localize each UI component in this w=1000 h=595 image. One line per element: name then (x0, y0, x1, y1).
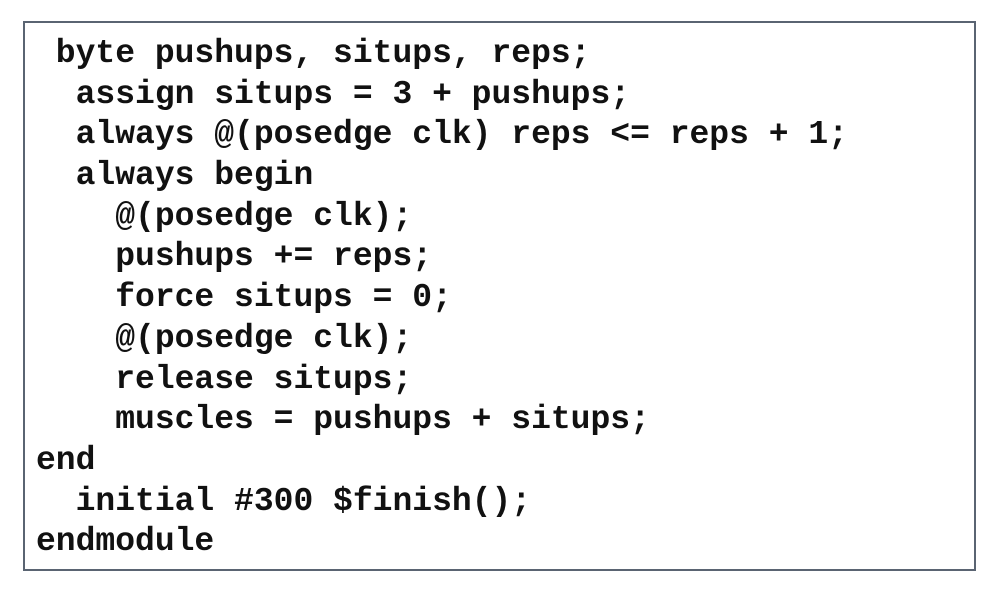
code-line-6: pushups += reps; (36, 238, 433, 276)
code-line-7: force situps = 0; (36, 279, 452, 317)
code-line-2: assign situps = 3 + pushups; (36, 75, 631, 113)
code-line-8: @(posedge clk); (36, 319, 413, 357)
code-line-10: muscles = pushups + situps; (36, 401, 650, 439)
code-line-13: endmodule (36, 523, 215, 561)
code-line-12: initial #300 $finish(); (36, 482, 532, 520)
code-line-5: @(posedge clk); (36, 197, 413, 235)
code-snippet-frame: byte pushups, situps, reps; assign situp… (23, 21, 976, 571)
code-line-1: byte pushups, situps, reps; (36, 35, 591, 72)
code-line-11: end (36, 441, 96, 479)
code-line-9: release situps; (36, 360, 413, 398)
code-block: byte pushups, situps, reps; assign situp… (36, 34, 848, 563)
code-line-3: always @(posedge clk) reps <= reps + 1; (36, 116, 848, 154)
code-line-4: always begin (36, 157, 314, 195)
